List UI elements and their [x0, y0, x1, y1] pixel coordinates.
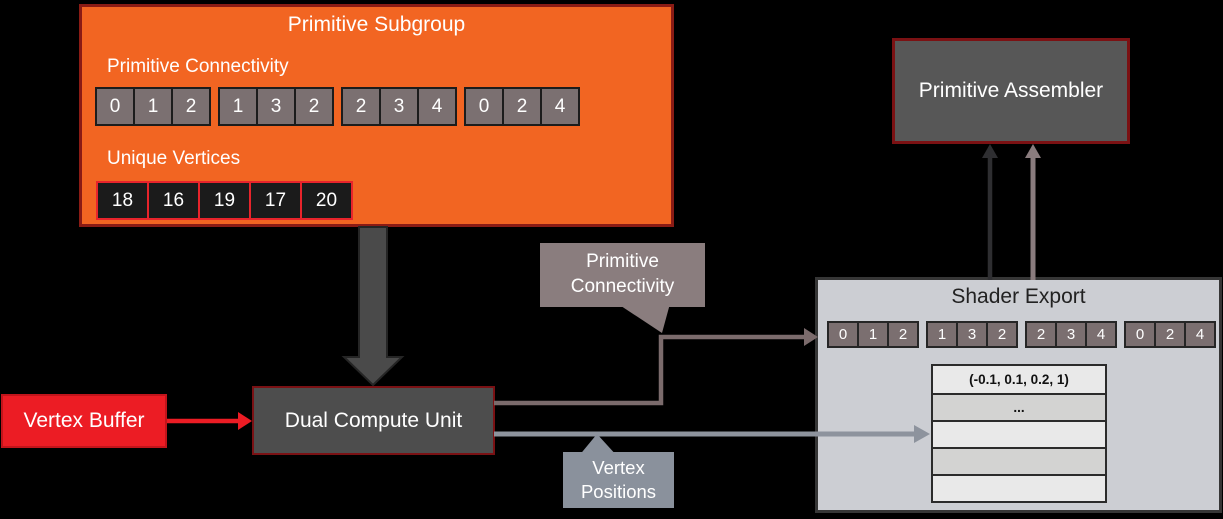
connectivity-cell: 4: [417, 87, 457, 126]
export-connectivity-cell: 2: [1154, 321, 1186, 348]
vertex-position-row: ...: [933, 393, 1105, 420]
shader-export-title: Shader Export: [951, 285, 1086, 308]
connectivity-cell: 2: [294, 87, 334, 126]
primitive-subgroup-title: Primitive Subgroup: [287, 13, 466, 36]
vertex-position-row: [933, 474, 1105, 501]
unique-vertex-cell: 18: [96, 181, 149, 220]
connectivity-cell: 0: [95, 87, 135, 126]
subgroup-to-dcu-block-arrow-icon: [341, 226, 405, 387]
primitive-assembler-title: Primitive Assembler: [918, 79, 1104, 102]
export-connectivity-cell: 0: [1124, 321, 1156, 348]
export-connectivity-cell: 4: [1184, 321, 1216, 348]
connectivity-cell: 1: [218, 87, 258, 126]
vertex-position-row: [933, 447, 1105, 474]
primitive-connectivity-label: Primitive Connectivity: [107, 56, 289, 77]
primitive-subgroup-box: Primitive Subgroup Primitive Connectivit…: [79, 4, 674, 227]
dual-compute-unit-label: Dual Compute Unit: [284, 408, 463, 432]
export-connectivity-cell: 3: [956, 321, 988, 348]
dual-compute-unit-box: Dual Compute Unit: [252, 386, 495, 455]
vertex-buffer-label: Vertex Buffer: [23, 409, 145, 432]
unique-vertices-label: Unique Vertices: [107, 148, 241, 169]
unique-vertex-cell: 17: [249, 181, 302, 220]
assembler-light-arrowhead-icon: [1025, 144, 1041, 158]
dcu-to-shader-export-connectivity-arrow-icon: [494, 334, 805, 406]
vertex-position-row: [933, 420, 1105, 447]
vertex-position-table: (-0.1, 0.1, 0.2, 1)...: [931, 364, 1107, 503]
primitive-assembler-box: Primitive Assembler: [892, 38, 1130, 144]
connectivity-cell: 0: [464, 87, 504, 126]
connectivity-cell: 4: [540, 87, 580, 126]
export-connectivity-cell: 2: [1025, 321, 1057, 348]
export-connectivity-cell: 0: [827, 321, 859, 348]
connectivity-cell: 2: [171, 87, 211, 126]
connectivity-cell: 2: [341, 87, 381, 126]
connectivity-cell: 2: [502, 87, 542, 126]
export-connectivity-cell: 1: [926, 321, 958, 348]
unique-vertex-cell: 20: [300, 181, 353, 220]
vertex-buffer-arrowhead-icon: [238, 412, 252, 430]
connectivity-cell: 3: [379, 87, 419, 126]
export-connectivity-cell: 2: [986, 321, 1018, 348]
assembler-dark-arrowhead-icon: [982, 144, 998, 158]
export-connectivity-cell: 3: [1055, 321, 1087, 348]
connectivity-cell: 3: [256, 87, 296, 126]
vertex-buffer-box: Vertex Buffer: [1, 394, 167, 448]
export-connectivity-cell: 1: [857, 321, 889, 348]
vertex-positions-callout: Vertex Positions: [563, 452, 674, 508]
vertex-position-row: (-0.1, 0.1, 0.2, 1): [933, 366, 1105, 393]
export-connectivity-cell: 4: [1085, 321, 1117, 348]
connectivity-cell: 1: [133, 87, 173, 126]
primitive-connectivity-callout: Primitive Connectivity: [540, 243, 705, 307]
export-connectivity-cell: 2: [887, 321, 919, 348]
unique-vertex-cell: 16: [147, 181, 200, 220]
unique-vertex-cell: 19: [198, 181, 251, 220]
